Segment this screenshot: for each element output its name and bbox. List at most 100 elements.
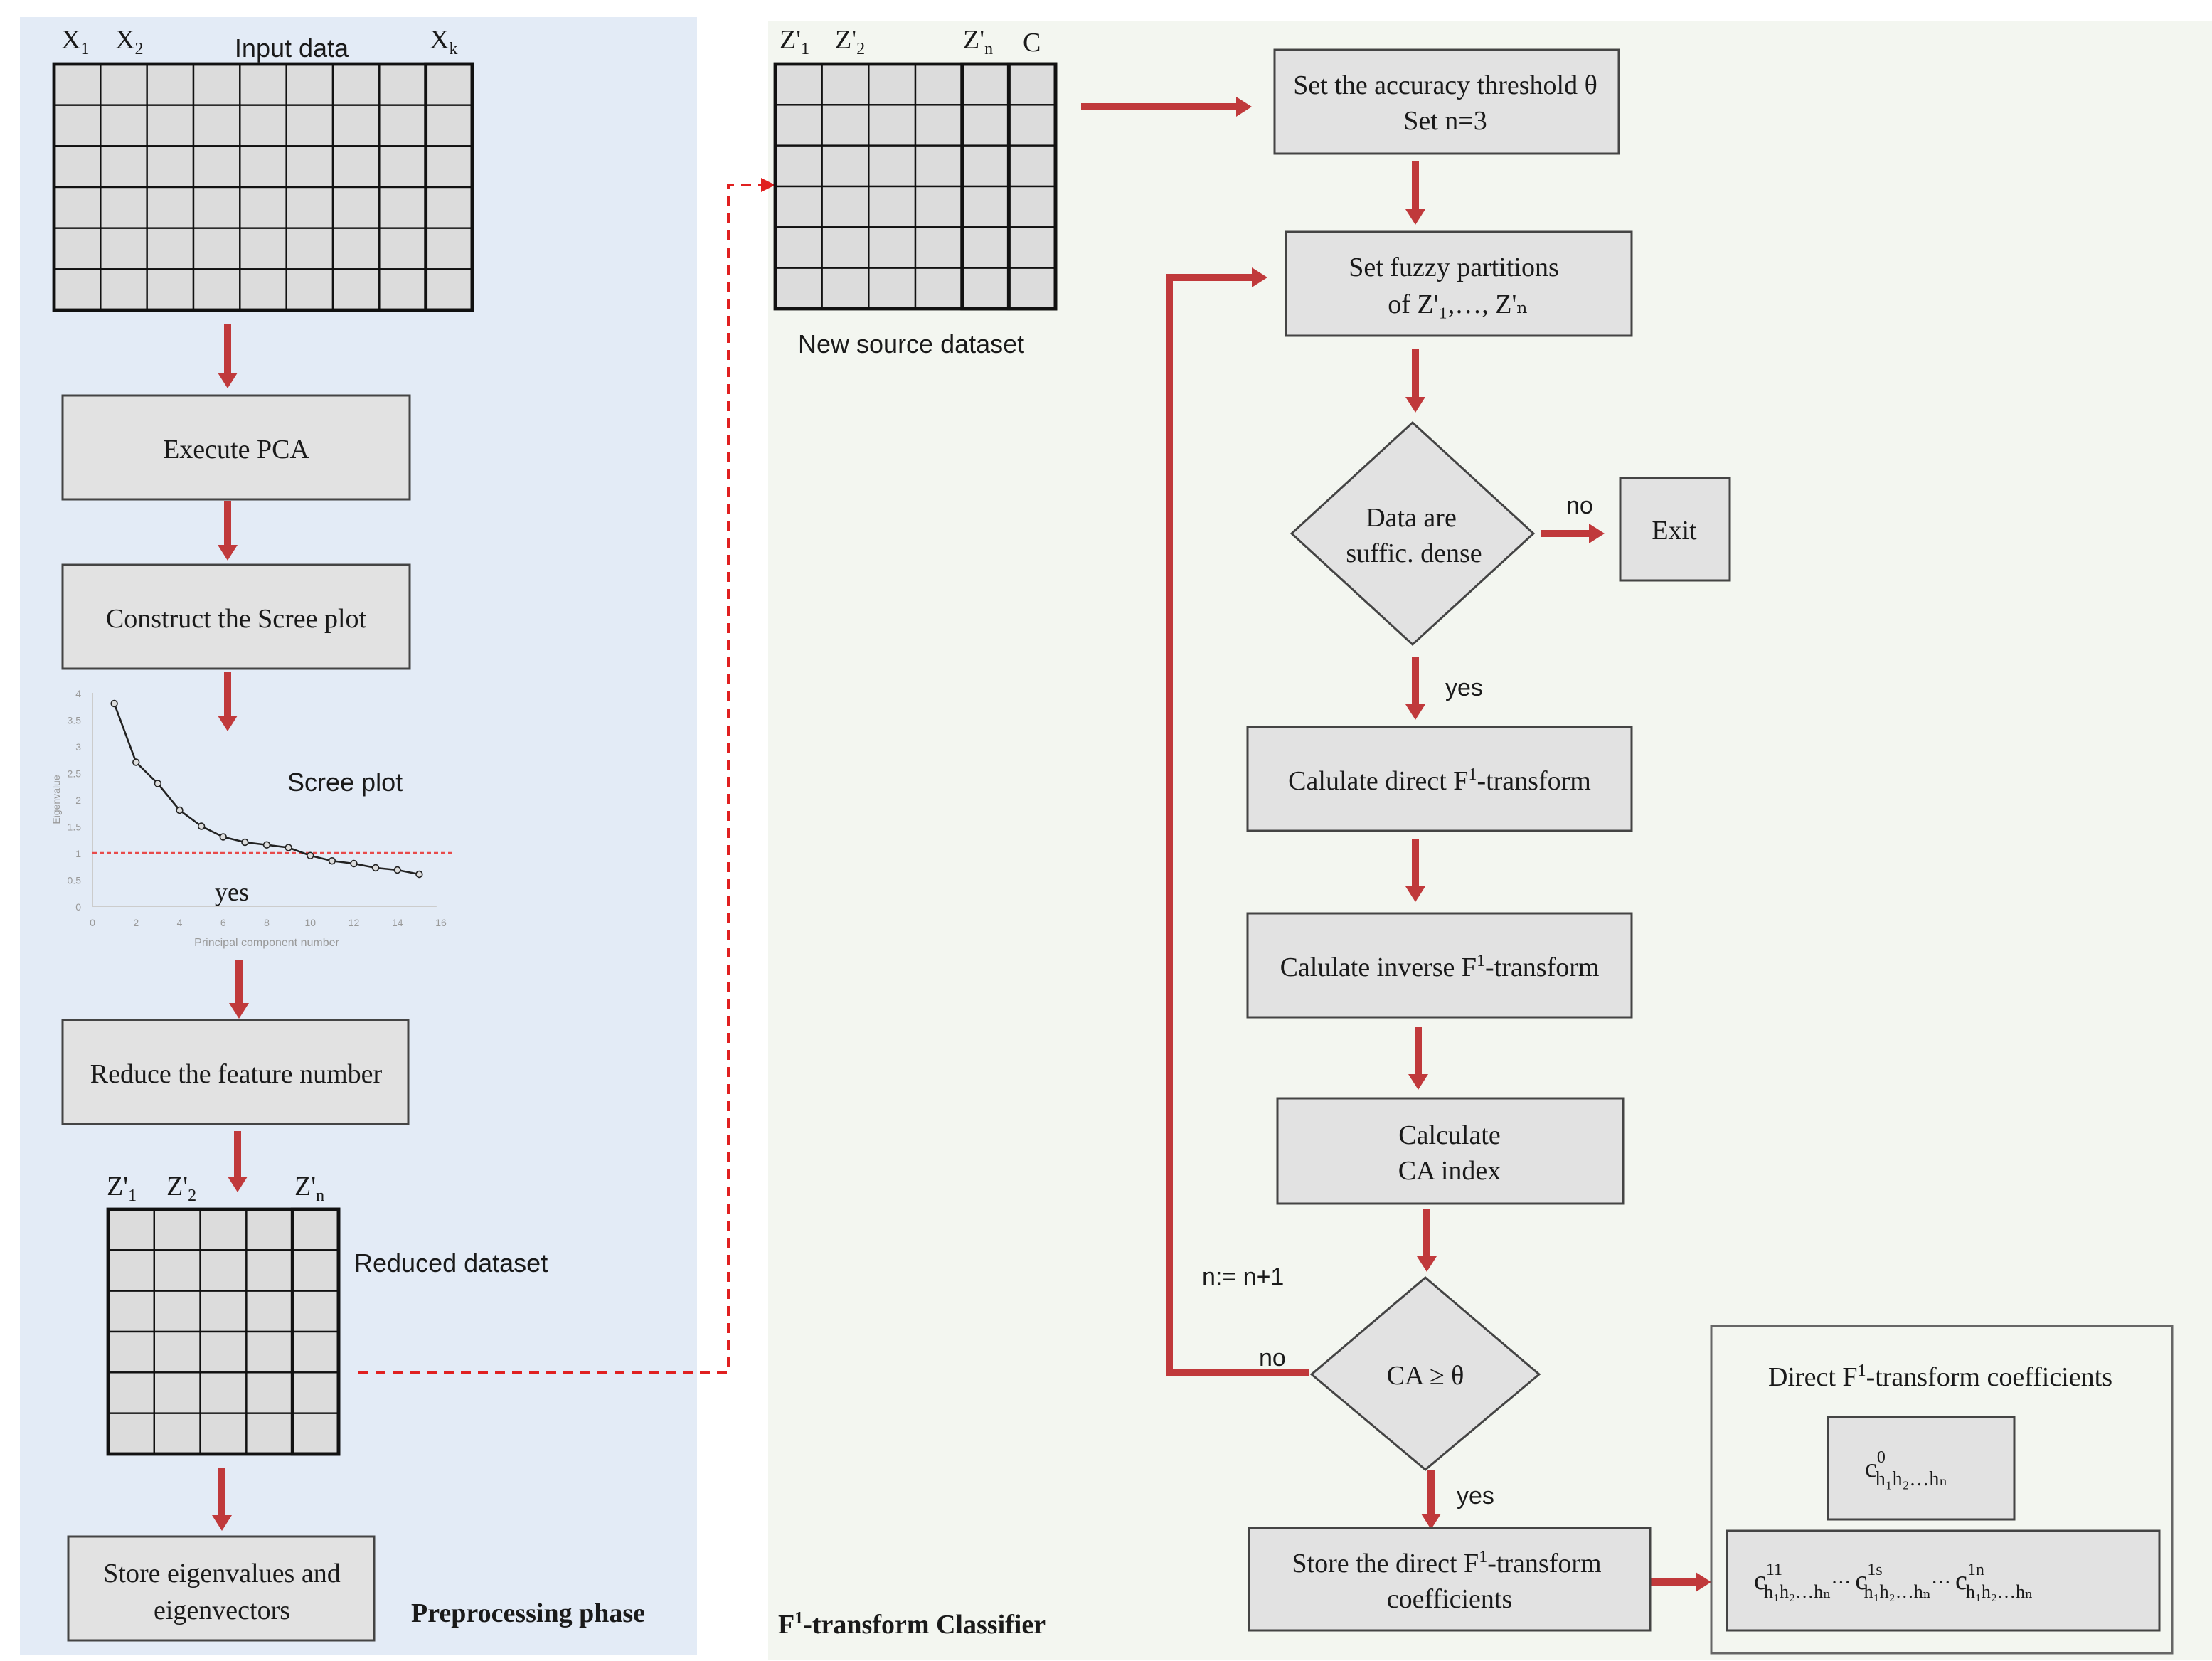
grid-cell (107, 1208, 156, 1251)
grid-cell (100, 63, 148, 106)
fuzzy-line2: of Z'₁,…, Z'ₙ (1388, 290, 1528, 319)
arrow-head (1236, 97, 1252, 117)
dashed-arrowhead (761, 178, 775, 192)
arrow-head (218, 373, 238, 388)
arrow-head (1405, 209, 1425, 225)
y-axis-label: Eigenvalue (50, 775, 62, 824)
exit-box (1619, 477, 1731, 582)
grid-cell (868, 104, 917, 147)
fuzzy-partitions-box (1285, 230, 1633, 337)
grid-cell (245, 1412, 294, 1455)
eigenvalue-point (197, 822, 206, 830)
grid-cell (331, 268, 381, 312)
x-tick-label: 14 (392, 917, 403, 928)
dashed-connector (358, 184, 761, 1374)
store-coefficients-box (1248, 1527, 1652, 1632)
grid-cell (53, 63, 102, 106)
grid-cell (914, 104, 963, 147)
x-axis-label: Principal component number (194, 937, 339, 949)
input-label-x1: X1 (61, 25, 89, 58)
grid-cell (199, 1208, 248, 1251)
arrow-head (218, 545, 238, 561)
grid-cell (1008, 144, 1057, 188)
grid-cell (1008, 226, 1057, 269)
grid-cell (378, 145, 427, 189)
input-label-x2: X2 (115, 25, 143, 58)
ca-condition-label: CA ≥ θ (1387, 1361, 1464, 1391)
grid-highlight-column (424, 62, 474, 312)
grid-highlight-column (290, 1207, 341, 1456)
y-tick-label: 3 (75, 741, 81, 753)
grid-cell (245, 1290, 294, 1333)
grid-cell (53, 268, 102, 312)
arrow-head (1589, 524, 1605, 543)
reduced-label-zn: Z'n (294, 1172, 324, 1205)
grid-cell (331, 63, 381, 106)
grid-cell (107, 1290, 156, 1333)
dense-line2: suffic. dense (1346, 538, 1482, 568)
grid-cell (914, 63, 963, 106)
arrow-head (1405, 704, 1425, 720)
grid-cell (107, 1249, 156, 1292)
execute-pca-box (61, 394, 411, 501)
execute-pca-label: Execute PCA (163, 435, 309, 465)
grid-cell (100, 145, 148, 189)
grid-cell (107, 1412, 156, 1455)
grid-cell (868, 185, 917, 228)
store-eigen-line2: eigenvectors (154, 1596, 290, 1625)
arrow-head (229, 1003, 249, 1019)
arrow-head (218, 716, 238, 731)
grid-cell (774, 226, 823, 269)
grid-cell (192, 186, 241, 229)
grid-cell (285, 186, 334, 229)
arrow-head (1417, 1256, 1437, 1272)
dense-line1: Data are (1366, 503, 1457, 533)
grid-cell (153, 1290, 201, 1333)
source-label-z2: Z'2 (835, 25, 865, 58)
eigenvalue-point (132, 758, 140, 766)
grid-cell (153, 1249, 201, 1292)
grid-cell (821, 185, 870, 228)
grid-cell (1008, 267, 1057, 310)
grid-cell (239, 268, 287, 312)
grid-cell (239, 145, 287, 189)
grid-cell (107, 1330, 156, 1374)
direct-transform-box (1246, 726, 1633, 832)
grid-cell (107, 1371, 156, 1414)
ca-no-label: no (1259, 1344, 1286, 1371)
grid-cell (425, 268, 474, 312)
arrow-head (1408, 1074, 1428, 1090)
eigenvalue-point (110, 699, 118, 708)
reduce-features-label: Reduce the feature number (90, 1059, 383, 1089)
grid-cell (331, 186, 381, 229)
grid-cell (378, 63, 427, 106)
loop-back-line (1166, 274, 1309, 1376)
reduced-dataset-title: Reduced dataset (354, 1248, 548, 1278)
grid-cell (1008, 63, 1057, 106)
grid-cell (914, 185, 963, 228)
y-tick-label: 3.5 (68, 715, 82, 726)
eigenvalue-point (350, 859, 358, 868)
c1-coefficients-box (1726, 1529, 2161, 1632)
grid-cell (53, 104, 102, 147)
grid-cell (821, 267, 870, 310)
grid-cell (961, 144, 1010, 188)
eigenvalue-point (307, 851, 314, 859)
set-threshold-box (1273, 48, 1620, 155)
reduced-label-z1: Z'1 (107, 1172, 137, 1205)
reduced-label-z2: Z'2 (166, 1172, 196, 1205)
grid-cell (961, 226, 1010, 269)
arrow-head (1252, 267, 1267, 287)
grid-cell (378, 186, 427, 229)
dense-no-label: no (1566, 492, 1593, 519)
arrow-head (212, 1515, 232, 1531)
grid-cell (285, 63, 334, 106)
grid-cell (245, 1208, 294, 1251)
grid-cell (153, 1208, 201, 1251)
coefficients-title: Direct F1-transform coefficients (1768, 1362, 2112, 1392)
preprocessing-phase-label: Preprocessing phase (411, 1598, 645, 1628)
x-tick-label: 10 (304, 917, 316, 928)
grid-cell (199, 1412, 248, 1455)
grid-cell (199, 1290, 248, 1333)
